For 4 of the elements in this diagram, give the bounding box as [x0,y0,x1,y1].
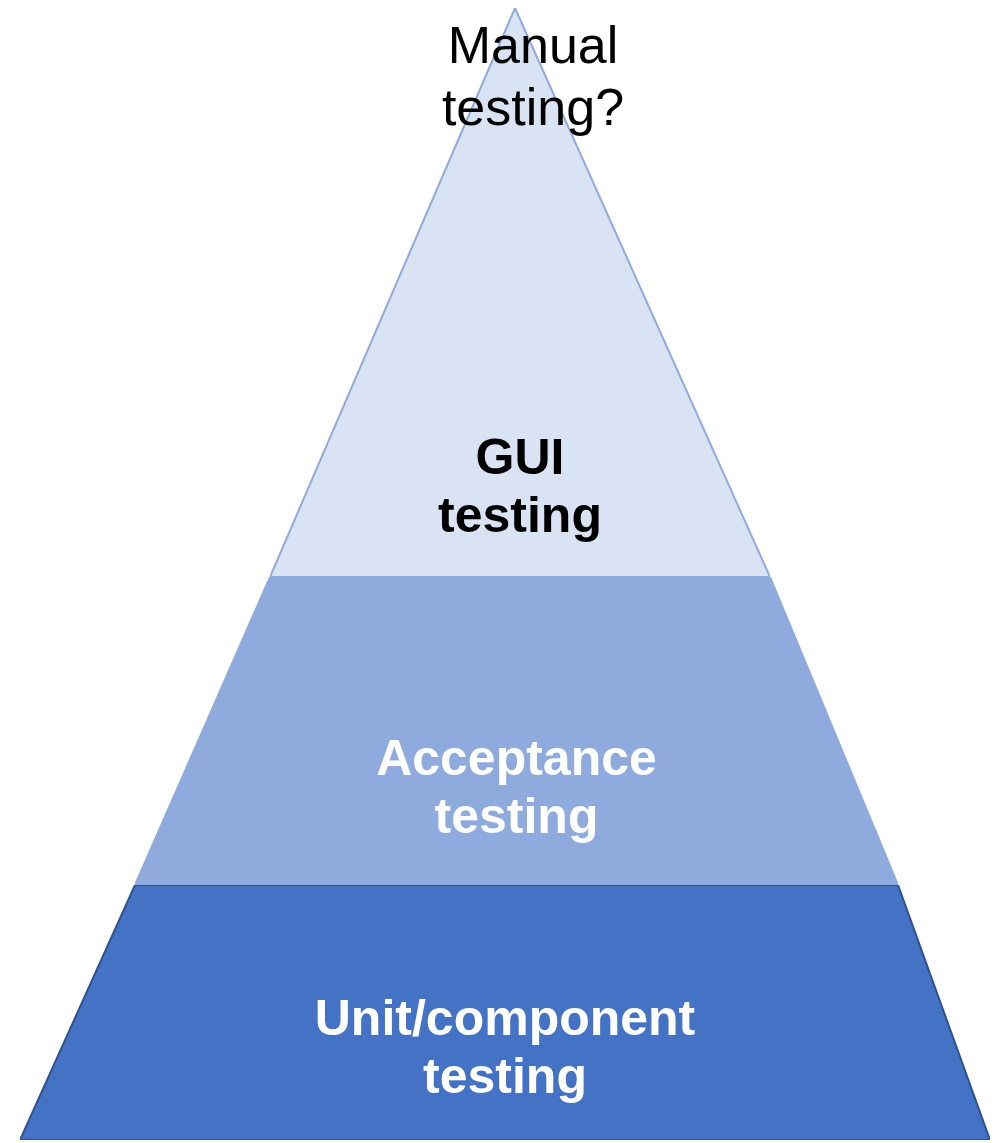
tier-label: Unit/component testing [313,989,697,1105]
apex-note: Manual testing? [440,15,626,138]
tier-label: Acceptance testing [375,729,658,845]
tier-label: GUI testing [437,428,603,544]
